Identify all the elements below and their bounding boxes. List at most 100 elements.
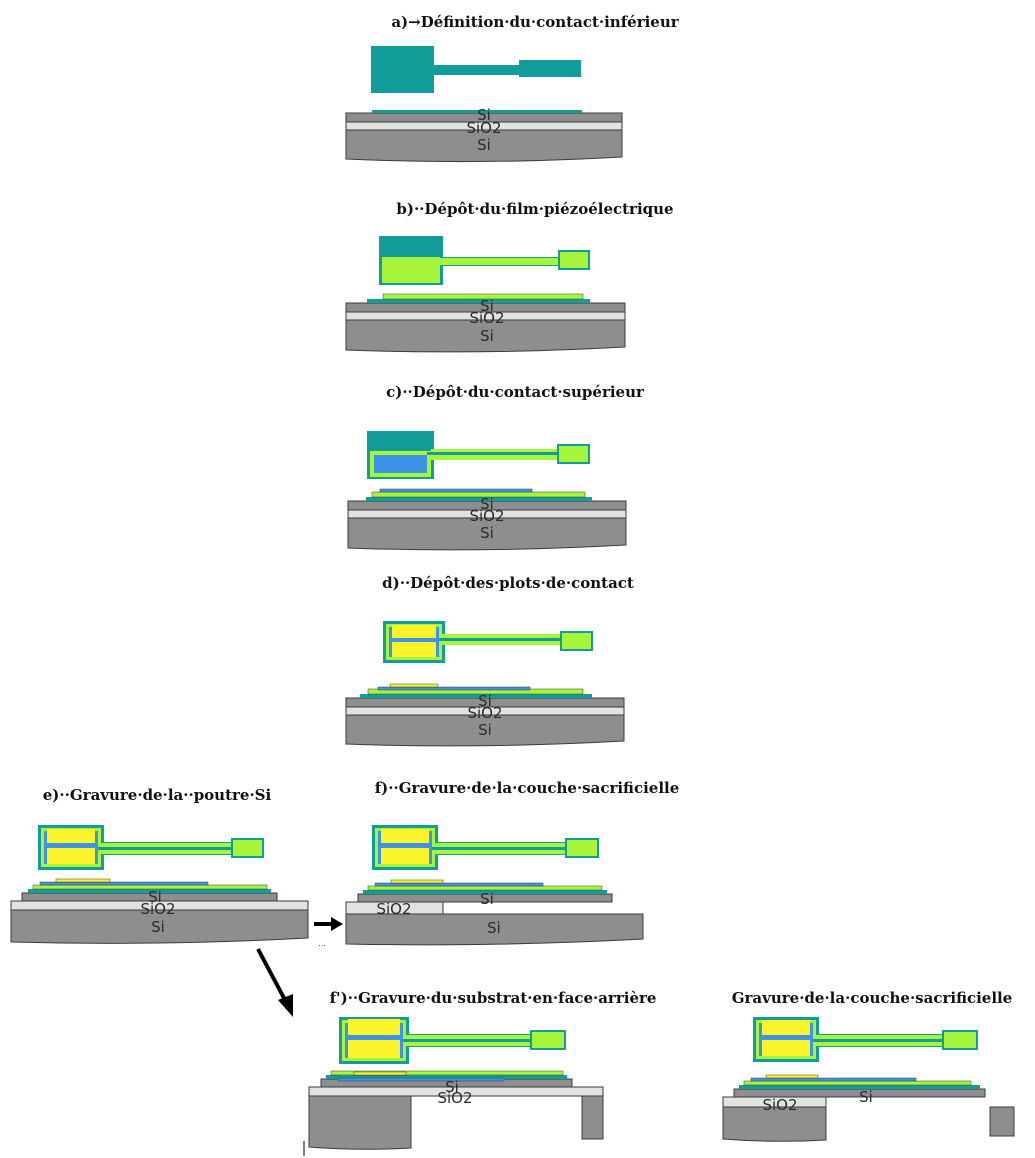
top-contact-layer <box>379 488 533 493</box>
step-d: d)··Dépôt·des·plots·de·contact Si SiO2 S… <box>345 574 634 747</box>
contact-pad-layer <box>765 1074 819 1079</box>
contact-pad-upper <box>348 1019 400 1035</box>
top-si-label: Si <box>480 297 494 315</box>
si-substrate <box>345 714 625 747</box>
top-si-label: Si <box>445 1078 459 1096</box>
contact-pad-layer <box>353 1071 407 1076</box>
contact-pad-layer <box>390 879 444 884</box>
top-contact-pad <box>374 455 427 473</box>
bottom-contact-layer <box>366 497 592 501</box>
top-contact-layer <box>374 882 544 887</box>
contact-pad-lower <box>392 642 436 657</box>
bottom-contact-layer <box>360 694 592 698</box>
step-f: f)··Gravure·de·la·couche·sacrificielle S… <box>345 779 680 946</box>
top-contact-beam <box>427 452 559 455</box>
contact-pad-lower <box>381 848 429 864</box>
substrate-label: Si <box>480 524 494 542</box>
sio2-label: SiO2 <box>467 704 502 722</box>
step-a-mask-view <box>371 46 581 93</box>
top-contact-layer <box>337 1077 505 1082</box>
arrow-e-to-f <box>314 917 343 931</box>
step-e-mask-view <box>38 825 264 870</box>
si-substrate-anchor <box>581 1095 604 1140</box>
si-substrate-anchor <box>989 1106 1015 1137</box>
bottom-contact-beam <box>434 65 519 75</box>
step-e-cross-section: Si SiO2 Si <box>10 878 309 944</box>
piezo-film-tip <box>567 840 597 856</box>
contact-pad-lower <box>348 1040 400 1058</box>
piezo-film-tip <box>559 446 588 462</box>
si-substrate-frame <box>722 1106 827 1142</box>
sio2-label: SiO2 <box>376 900 411 918</box>
ellipsis-mark: ... <box>318 939 326 948</box>
step-c-title: c)··Dépôt·du·contact·supérieur <box>386 383 645 401</box>
step-f-mask-view <box>372 825 599 870</box>
top-si-label: Si <box>480 495 494 513</box>
step-a-cross-section: Si SiO2 Si <box>345 106 623 163</box>
step-b-cross-section: Si SiO2 Si <box>345 293 626 353</box>
substrate-label: Si <box>480 327 494 345</box>
step-f-title: f)··Gravure·de·la·couche·sacrificielle <box>375 779 680 797</box>
contact-pad-upper <box>392 625 436 638</box>
step-f-prime-cross-section: Si SiO2 <box>308 1070 604 1150</box>
si-substrate <box>345 913 644 946</box>
step-e: e)··Gravure·de·la··poutre·Si Si SiO2 Si <box>10 786 309 944</box>
sio2-label: SiO2 <box>140 900 175 918</box>
top-contact-beam <box>432 847 568 850</box>
substrate-label: Si <box>477 136 491 154</box>
bottom-contact-layer <box>363 890 607 894</box>
step-final-cross-section: Si SiO2 <box>722 1074 1015 1142</box>
sio2-label: SiO2 <box>762 1096 797 1114</box>
piezo-film-tip <box>233 840 262 856</box>
step-c-mask-view <box>367 431 590 479</box>
bottom-contact-tip <box>519 60 581 77</box>
bottom-contact-pad <box>367 431 434 449</box>
bottom-contact-layer <box>326 1075 567 1079</box>
step-a-title: a)→Définition·du·contact·inférieur <box>391 13 679 31</box>
top-contact-beam <box>439 638 562 641</box>
top-contact-layer <box>39 881 209 886</box>
sio2-label: SiO2 <box>469 309 504 327</box>
arrow-e-to-fprime <box>256 948 293 1017</box>
step-f-prime-title: f')··Gravure·du·substrat·en·face·arrière <box>330 989 657 1007</box>
arrow-shaft <box>256 948 287 1001</box>
piezo-film-layer <box>330 1070 564 1076</box>
sio2-label: SiO2 <box>437 1089 472 1107</box>
step-c: c)··Dépôt·du·contact·supérieur Si SiO2 S… <box>347 383 645 551</box>
substrate-label: Si <box>487 919 501 937</box>
sio2-label: SiO2 <box>469 507 504 525</box>
piezo-film-tip <box>944 1032 976 1048</box>
top-si-label: Si <box>480 890 494 908</box>
top-si-label: Si <box>477 106 491 124</box>
contact-pad-upper <box>762 1020 810 1035</box>
top-contact-layer <box>750 1077 917 1082</box>
contact-pad-upper <box>381 829 429 843</box>
step-final-title: Gravure·de·la·couche·sacrificielle <box>732 989 1013 1007</box>
bottom-contact-layer <box>367 299 590 303</box>
contact-pad-lower <box>47 848 95 864</box>
contact-pad-layer <box>389 683 439 688</box>
piezo-film-beam <box>440 258 560 265</box>
step-final-mask-view <box>753 1017 978 1062</box>
piezo-film-layer <box>382 293 584 300</box>
step-d-title: d)··Dépôt·des·plots·de·contact <box>382 574 634 592</box>
step-b-title: b)··Dépôt·du·film·piézoélectrique <box>396 200 673 218</box>
si-substrate <box>347 517 627 551</box>
step-b: b)··Dépôt·du·film·piézoélectrique Si SiO… <box>345 200 674 353</box>
bottom-contact-pad <box>371 46 434 93</box>
si-substrate-frame <box>308 1095 412 1150</box>
substrate-label: Si <box>151 918 165 936</box>
si-substrate <box>345 319 626 353</box>
step-e-title: e)··Gravure·de·la··poutre·Si <box>43 786 272 804</box>
substrate-label: Si <box>478 721 492 739</box>
si-substrate <box>10 909 309 944</box>
top-contact-beam <box>403 1039 532 1042</box>
sio2-label: SiO2 <box>466 119 501 137</box>
contact-pad-layer <box>55 878 111 883</box>
piezo-film-tip <box>562 633 591 649</box>
top-si-label: Si <box>859 1088 873 1106</box>
bottom-contact-pad <box>379 236 443 255</box>
arrow-head <box>278 994 293 1017</box>
top-si-label: Si <box>148 888 162 906</box>
